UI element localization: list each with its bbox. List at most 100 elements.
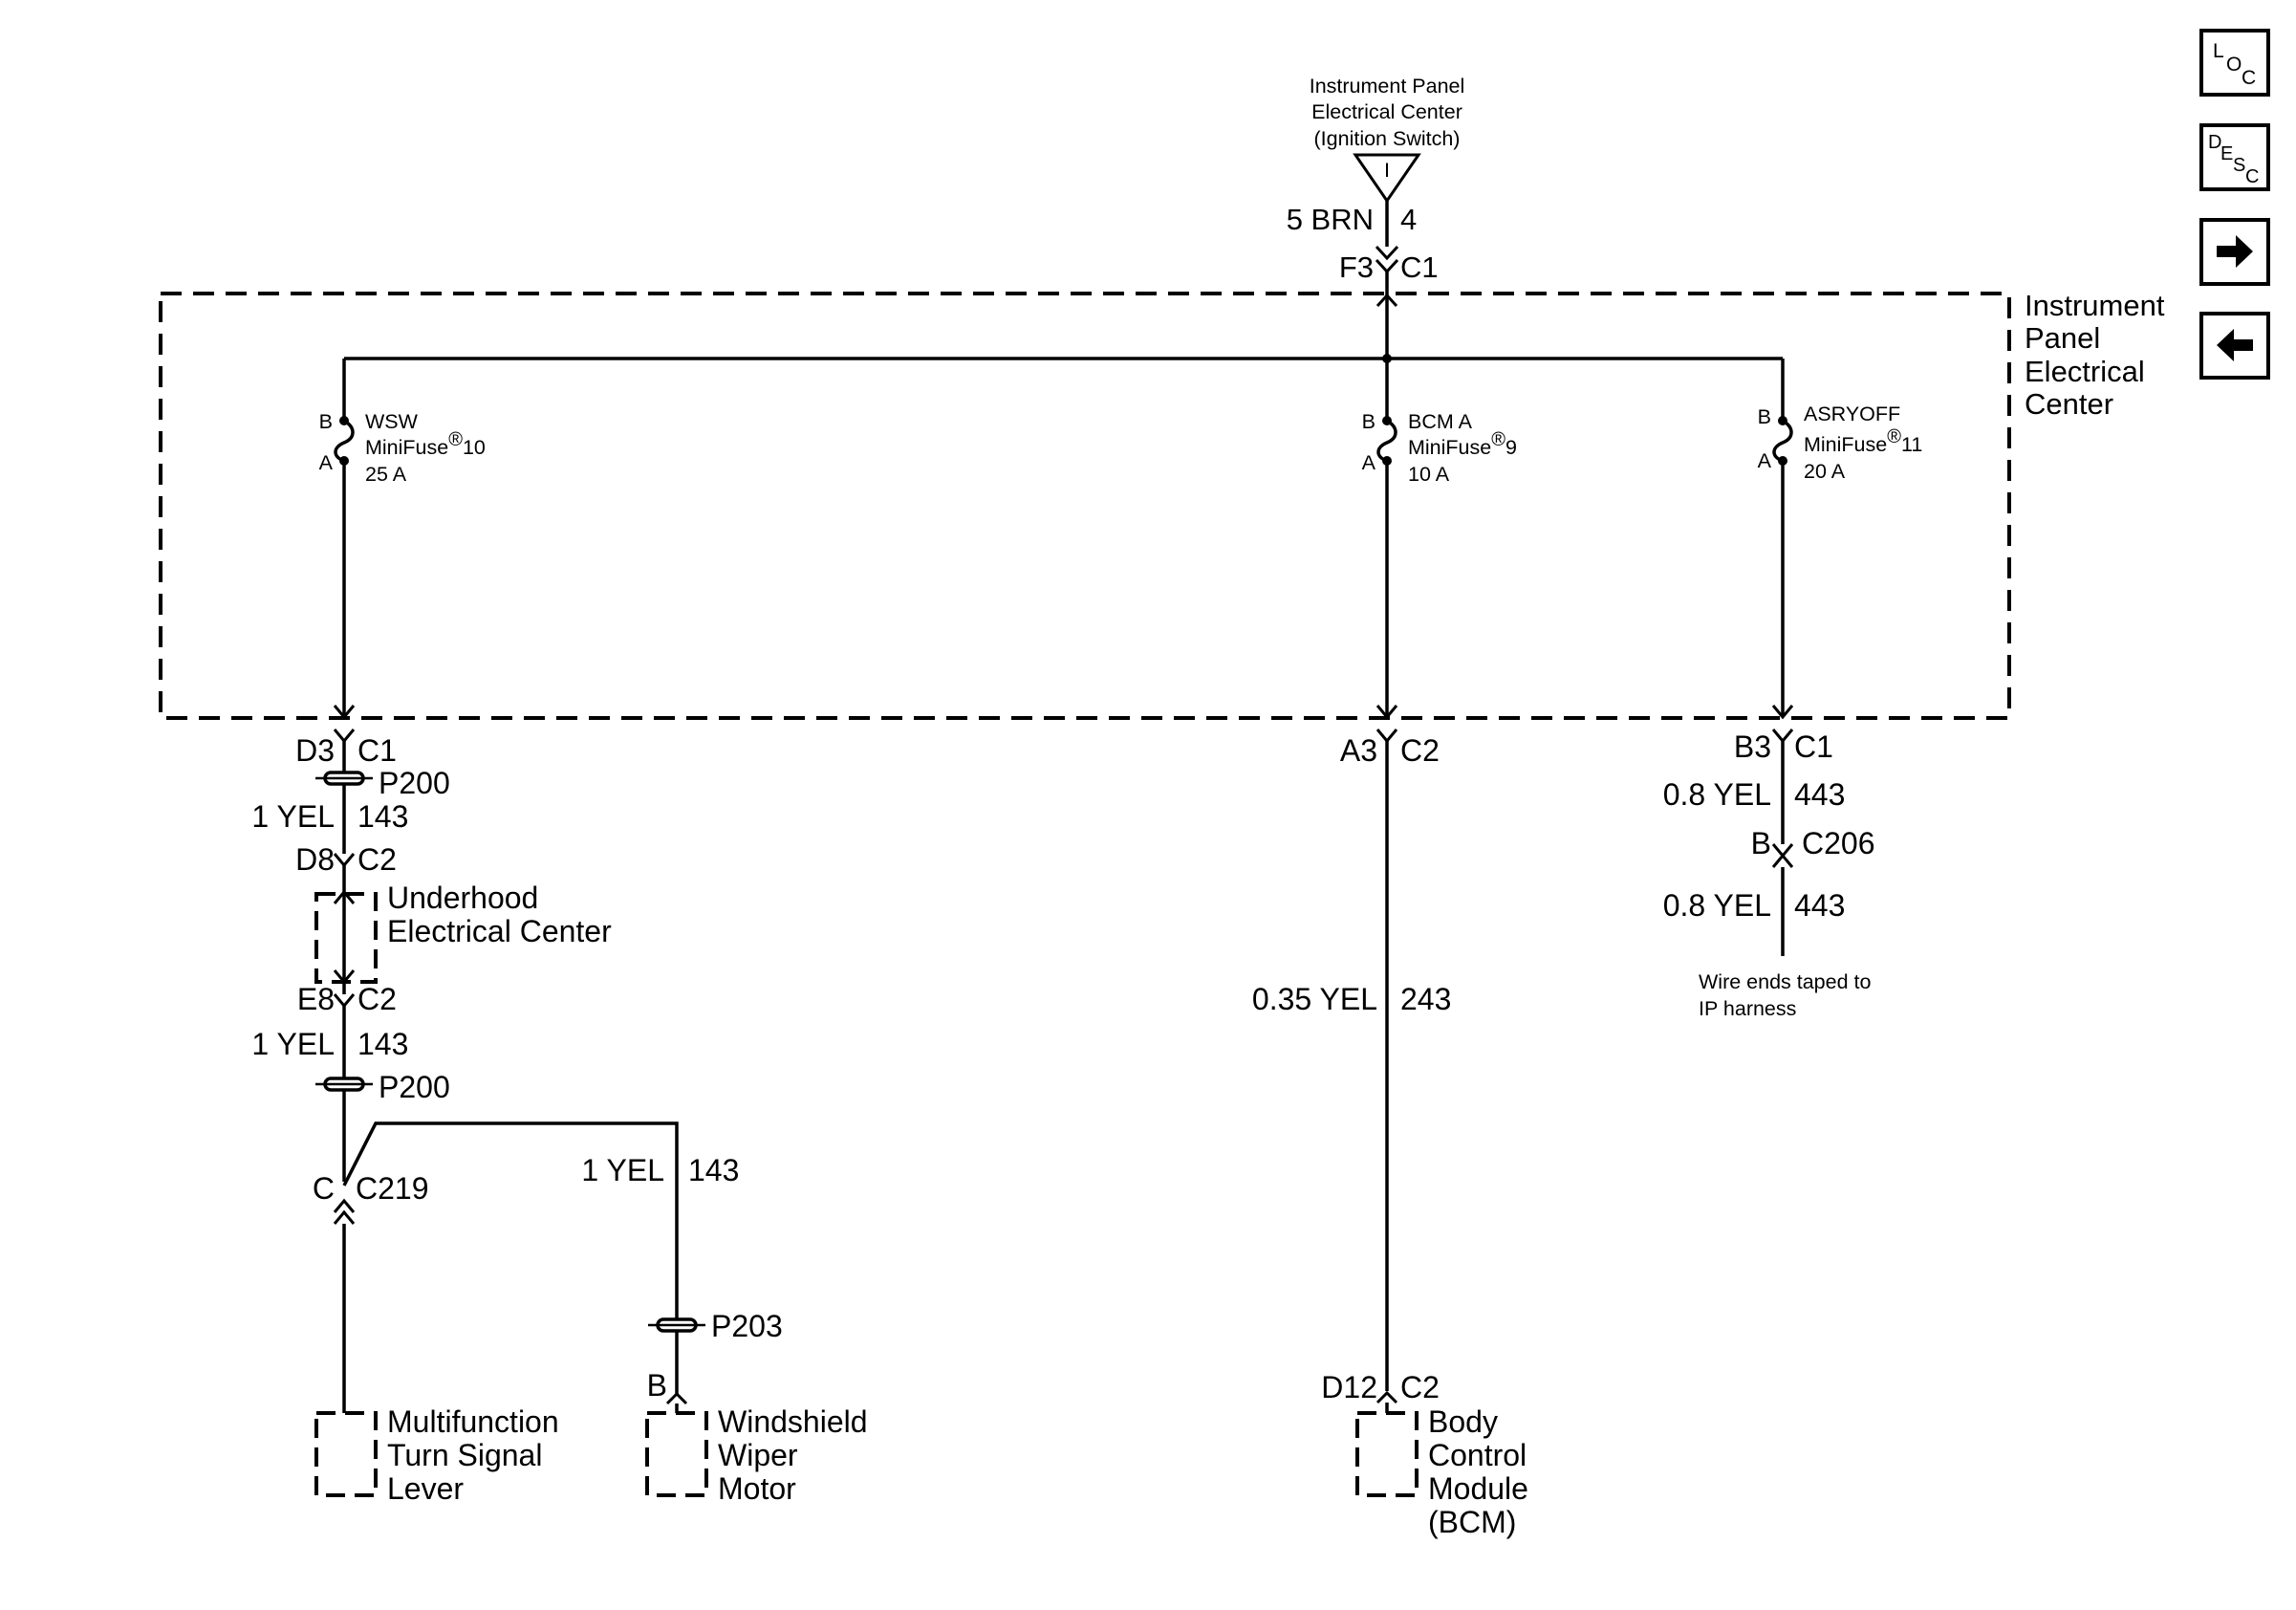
- ipec-boundary: [159, 292, 2011, 720]
- branch-wire-size: 1 YEL: [581, 1153, 664, 1187]
- wsw-fuse-a: A: [319, 451, 334, 474]
- bcm-label-line2: Control: [1428, 1438, 1527, 1472]
- left-wire1-circuit: 143: [357, 799, 408, 834]
- bcm-label-line1: Body: [1428, 1404, 1498, 1439]
- left-conn3-connector: C2: [357, 982, 397, 1016]
- a3-connector-symbol: [1375, 729, 1398, 744]
- d12-connector-symbol: [1375, 1390, 1398, 1404]
- uec-label-line2: Electrical Center: [387, 914, 612, 948]
- bcm-fuse-name: BCM A: [1408, 410, 1473, 433]
- next-page-button[interactable]: [2199, 218, 2270, 286]
- p203-splice-symbol: [648, 1317, 705, 1333]
- wsw-fuse-b: B: [319, 410, 333, 433]
- ipec-label-line1: Instrument: [2025, 289, 2165, 322]
- left-wire2-circuit: 143: [357, 1027, 408, 1061]
- ipec-label-line4: Center: [2025, 387, 2113, 421]
- wiper-label-line2: Wiper: [718, 1438, 798, 1472]
- e8-connector-symbol: [333, 993, 356, 1009]
- left-conn1-pin: D3: [295, 733, 335, 768]
- wsw-fuse-type: MiniFuse®10: [365, 429, 486, 459]
- wiper-label-line1: Windshield: [718, 1404, 868, 1439]
- wiper-pin: B: [647, 1368, 667, 1403]
- asry-fuse-a: A: [1758, 449, 1772, 472]
- middle-wire-circuit: 243: [1400, 982, 1451, 1016]
- ipec-label-line2: Panel: [2025, 321, 2100, 355]
- bcm-fuse-a: A: [1362, 451, 1376, 474]
- wsw-fuse-symbol: [334, 419, 355, 463]
- p200-splice-symbol: [315, 771, 373, 786]
- p203-label: P203: [711, 1309, 783, 1343]
- d8-connector-symbol: [333, 853, 356, 868]
- bcm-fuse-b: B: [1362, 410, 1375, 433]
- left-conn2-pin: D8: [295, 842, 335, 877]
- asry-fuse-rating: 20 A: [1804, 460, 1846, 483]
- asry-fuse-symbol: [1772, 419, 1793, 463]
- desc-letter-e: E: [2220, 143, 2233, 164]
- source-pin: F3: [1339, 250, 1374, 284]
- c206-connector-symbol: [1771, 843, 1794, 868]
- prev-page-button[interactable]: [2199, 312, 2270, 380]
- loc-letter-c: C: [2242, 67, 2256, 89]
- asry-fuse-type: MiniFuse®11: [1804, 426, 1922, 456]
- left-conn3-pin: E8: [297, 982, 335, 1016]
- source-circuit: 4: [1400, 203, 1417, 236]
- d3-connector-symbol: [333, 729, 356, 744]
- taped-note-line1: Wire ends taped to: [1699, 970, 1872, 993]
- right-wire1-circuit: 443: [1794, 777, 1845, 812]
- left-wire2-size: 1 YEL: [251, 1027, 335, 1061]
- middle-conn2-connector: C2: [1400, 1370, 1440, 1404]
- wiper-label-line3: Motor: [718, 1471, 796, 1506]
- arrow-left-icon: [2217, 329, 2253, 361]
- body-control-module-box: [1355, 1411, 1419, 1497]
- lever-label-line2: Turn Signal: [387, 1438, 542, 1472]
- source-wire-size: 5 BRN: [1287, 203, 1374, 236]
- right-wire2-circuit: 443: [1794, 888, 1845, 923]
- right-conn1-pin: B3: [1734, 729, 1771, 764]
- source-label-line2: Electrical Center: [1311, 100, 1462, 123]
- source-triangle-symbol: [1353, 153, 1421, 204]
- desc-letter-c: C: [2245, 166, 2259, 187]
- right-wire1-size: 0.8 YEL: [1663, 777, 1771, 812]
- loc-button[interactable]: L O C: [2199, 29, 2270, 97]
- loc-letter-o: O: [2226, 54, 2242, 76]
- c206-connector: C206: [1802, 826, 1875, 860]
- desc-letter-d: D: [2208, 132, 2221, 153]
- b3-connector-symbol: [1771, 729, 1794, 744]
- source-connector-symbol: [1375, 245, 1399, 274]
- c219-connector: C219: [356, 1171, 429, 1206]
- p200-splice-symbol-2: [315, 1077, 373, 1092]
- source-connector: C1: [1400, 250, 1439, 284]
- multifunction-lever-box: [314, 1411, 378, 1497]
- c219-connector-symbol: [333, 1198, 356, 1225]
- middle-wire-size: 0.35 YEL: [1252, 982, 1377, 1016]
- wiper-branch-wire: [342, 1121, 679, 1319]
- left-conn1-connector: C1: [357, 733, 397, 768]
- c219-pin: C: [313, 1171, 335, 1206]
- bcm-fuse-rating: 10 A: [1408, 463, 1450, 486]
- taped-note-line2: IP harness: [1699, 997, 1796, 1020]
- asry-fuse-b: B: [1758, 405, 1771, 428]
- desc-button[interactable]: D E S C: [2199, 123, 2270, 191]
- left-splice1-label: P200: [379, 766, 450, 800]
- ipec-label-line3: Electrical: [2025, 355, 2145, 388]
- bcm-fuse-symbol: [1376, 419, 1397, 463]
- right-conn1-connector: C1: [1794, 729, 1833, 764]
- lever-label-line3: Lever: [387, 1471, 464, 1506]
- left-conn2-connector: C2: [357, 842, 397, 877]
- left-splice2-label: P200: [379, 1070, 450, 1104]
- source-symbol-label: I: [1384, 159, 1390, 182]
- lever-label-line1: Multifunction: [387, 1404, 559, 1439]
- bcm-label-line3: Module: [1428, 1471, 1528, 1506]
- middle-conn2-pin: D12: [1321, 1370, 1377, 1404]
- c206-pin: B: [1751, 826, 1771, 860]
- middle-conn1-connector: C2: [1400, 733, 1440, 768]
- bcm-label-line4: (BCM): [1428, 1505, 1516, 1539]
- middle-conn1-pin: A3: [1340, 733, 1377, 768]
- desc-letter-s: S: [2233, 155, 2245, 176]
- source-label-line1: Instrument Panel: [1310, 75, 1465, 98]
- wsw-fuse-rating: 25 A: [365, 463, 407, 486]
- right-wire2-size: 0.8 YEL: [1663, 888, 1771, 923]
- windshield-wiper-motor-box: [645, 1411, 708, 1497]
- asry-fuse-name: ASRYOFF: [1804, 402, 1900, 425]
